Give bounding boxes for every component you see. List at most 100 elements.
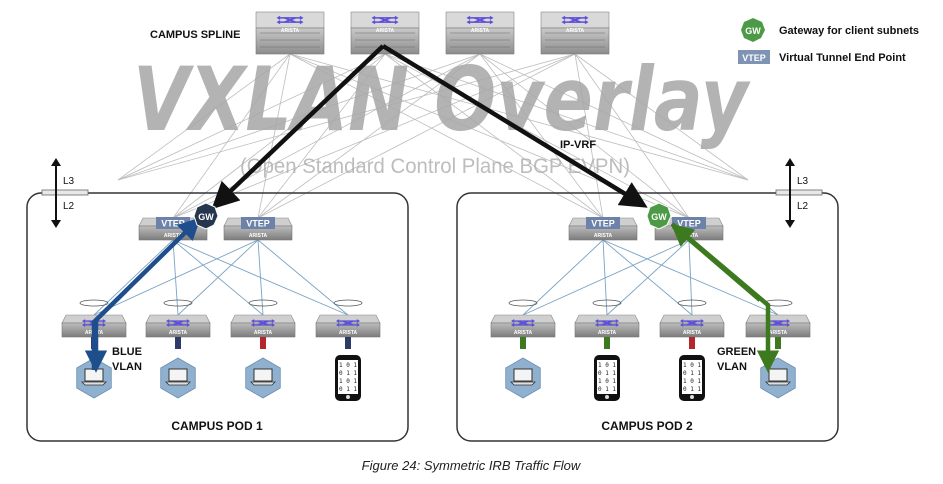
vendor-label: ARISTA	[339, 330, 358, 336]
mesh-link	[257, 53, 386, 219]
vtep-label: VTEP	[161, 219, 185, 229]
legend-vtep-badge: VTEP	[742, 53, 766, 63]
svg-text:0 1 1: 0 1 1	[683, 370, 701, 377]
green-vlan-up-arrow	[670, 223, 762, 302]
gw-badge-pod2: GW	[646, 202, 672, 230]
pod2-name: CAMPUS POD 2	[601, 419, 693, 433]
mesh-link	[289, 53, 604, 219]
mesh-link	[117, 53, 576, 181]
vendor-label: ARISTA	[769, 330, 788, 336]
access-switch-pod2-2: ARISTA	[574, 314, 640, 338]
legend: GW Gateway for client subnets VTEP Virtu…	[738, 18, 919, 64]
mesh-link	[479, 53, 749, 181]
gw-label: GW	[651, 212, 667, 222]
svg-text:1 0 1: 1 0 1	[598, 362, 616, 369]
access-switch-pod1-2: ARISTA	[145, 314, 211, 338]
vtep-access-links	[93, 239, 779, 316]
access-switches: ARISTA ARISTA ARISTA ARISTA ARISTA ARISTA ARIS…	[61, 314, 811, 338]
vendor-label: ARISTA	[566, 28, 585, 34]
ip-vrf-label: IP-VRF	[560, 139, 596, 151]
spine-switches: ARISTA ARISTA ARISTA ARISTA	[255, 11, 610, 55]
l3-l2-boundary-right: L3 L2	[775, 158, 823, 228]
legend-gw-icon	[741, 18, 765, 42]
svg-text:0 1 1: 0 1 1	[339, 386, 357, 393]
mesh-link	[479, 53, 604, 219]
endpoints: 1 0 10 1 11 0 10 1 11 0 10 1 11 0 10 1 1…	[76, 337, 796, 401]
access-switch-pod2-3: ARISTA	[659, 314, 725, 338]
mesh-link	[257, 53, 576, 219]
laptop-endpoint-icon	[245, 337, 281, 399]
vendor-label: ARISTA	[254, 330, 273, 336]
mesh-link	[117, 53, 481, 181]
svg-text:1 0 1: 1 0 1	[598, 378, 616, 385]
laptop-endpoint-icon	[160, 337, 196, 399]
svg-text:1 0 1: 1 0 1	[683, 378, 701, 385]
svg-text:0 1 1: 0 1 1	[683, 386, 701, 393]
mesh-link	[172, 53, 291, 219]
vendor-label: ARISTA	[471, 28, 490, 34]
spine-label: CAMPUS SPLINE	[150, 29, 240, 41]
blue-vlan-label-line1: BLUE	[112, 346, 142, 358]
mesh-link	[384, 53, 749, 181]
vtep-label: VTEP	[591, 219, 615, 229]
svg-text:0 1 1: 0 1 1	[598, 370, 616, 377]
green-vlan-label-line2: VLAN	[717, 361, 747, 373]
l2-label: L2	[63, 201, 75, 212]
vendor-label: ARISTA	[594, 233, 613, 239]
spine-to-pod2-arrow	[381, 44, 648, 208]
spine-switch-3: ARISTA	[445, 11, 515, 55]
l2-label: L2	[797, 201, 809, 212]
vendor-label: ARISTA	[598, 330, 617, 336]
spine-to-pod1-arrow	[211, 44, 385, 210]
laptop-endpoint-icon	[505, 337, 541, 399]
l3-label: L3	[63, 176, 75, 187]
vendor-label: ARISTA	[281, 28, 300, 34]
mesh-link	[117, 53, 386, 181]
vendor-label: ARISTA	[164, 233, 183, 239]
access-link	[257, 239, 349, 316]
spine-switch-4: ARISTA	[540, 11, 610, 55]
lag-ellipse	[508, 299, 538, 307]
mesh-link	[479, 53, 690, 219]
svg-text:1 0 1: 1 0 1	[683, 362, 701, 369]
svg-text:0 1 1: 0 1 1	[598, 386, 616, 393]
figure-caption: Figure 24: Symmetric IRB Traffic Flow	[362, 458, 582, 473]
mesh-link	[289, 53, 749, 181]
pod1-name: CAMPUS POD 1	[171, 419, 263, 433]
svg-text:1 0 1: 1 0 1	[339, 378, 357, 385]
vtep-switch-2: VTEP ARISTA	[223, 217, 293, 241]
vtep-label: VTEP	[246, 219, 270, 229]
watermark-title: VXLAN Overlay	[133, 48, 751, 151]
legend-vtep-icon	[738, 50, 770, 64]
watermark-subtitle: (Open Standard Control Plane BGP EVPN)	[240, 155, 630, 178]
mesh-link	[384, 53, 604, 219]
access-link	[172, 239, 264, 316]
vendor-label: ARISTA	[514, 330, 533, 336]
access-link	[93, 239, 174, 316]
vendor-label: ARISTA	[169, 330, 188, 336]
phone-endpoint-icon: 1 0 10 1 11 0 10 1 1	[594, 337, 620, 401]
vendor-label: ARISTA	[376, 28, 395, 34]
svg-text:0 1 1: 0 1 1	[339, 370, 357, 377]
mesh-link	[574, 53, 690, 219]
mesh-link	[257, 53, 291, 219]
vtep-label: VTEP	[677, 219, 701, 229]
vendor-label: ARISTA	[683, 330, 702, 336]
l3-l2-boundary-left: L3 L2	[41, 158, 89, 228]
lag-ellipse	[248, 299, 278, 307]
gw-badge-pod1: GW	[193, 202, 219, 230]
mesh-link	[117, 53, 291, 181]
l3-label: L3	[797, 176, 809, 187]
access-switch-pod1-3: ARISTA	[230, 314, 296, 338]
vtep-switch-3: VTEP ARISTA	[568, 217, 638, 241]
lag-ellipse	[79, 299, 109, 307]
phone-endpoint-icon: 1 0 10 1 11 0 10 1 1	[679, 337, 705, 401]
access-link	[522, 239, 604, 316]
access-link	[93, 239, 259, 316]
vendor-label: ARISTA	[249, 233, 268, 239]
lag-ellipse	[592, 299, 622, 307]
svg-text:1 0 1: 1 0 1	[339, 362, 357, 369]
legend-vtep-text: Virtual Tunnel End Point	[779, 52, 906, 64]
